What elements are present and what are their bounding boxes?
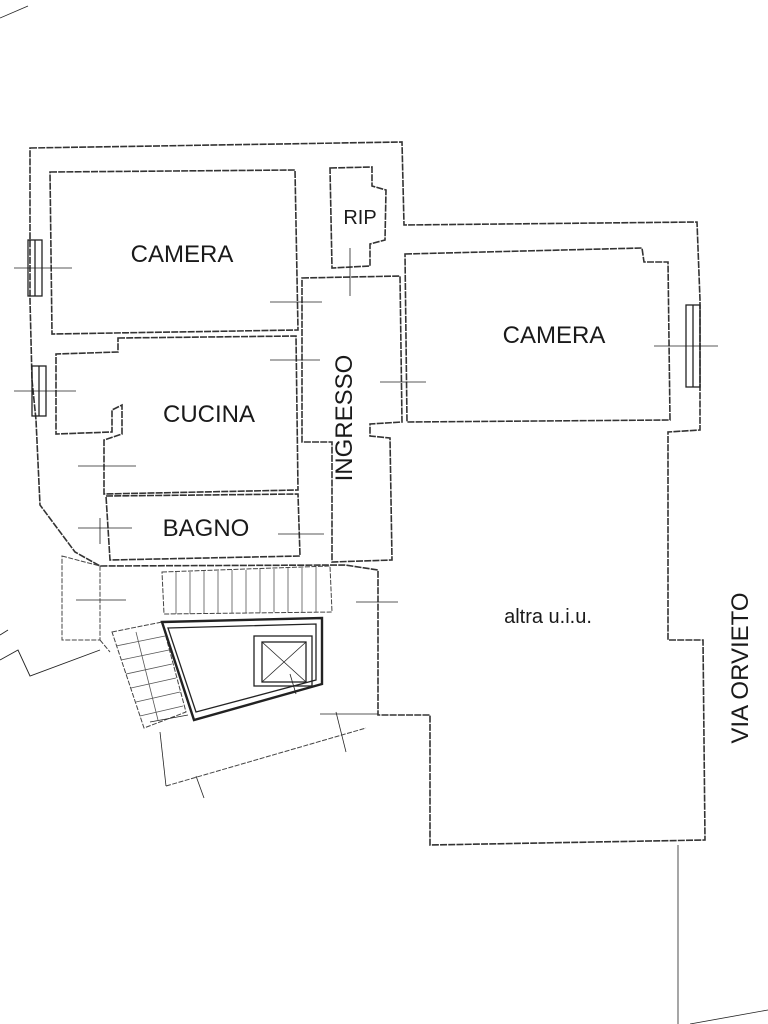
door-marks xyxy=(76,248,426,603)
room-label-cucina: CUCINA xyxy=(163,401,255,428)
apartment-outline xyxy=(29,141,706,846)
room-ingresso: INGRESSO xyxy=(301,275,403,563)
stair-landing xyxy=(61,555,111,653)
room-camera-1: CAMERA xyxy=(49,169,299,335)
area-other-unit: altra u.i.u. xyxy=(504,606,592,628)
windows xyxy=(14,239,718,417)
context-lines xyxy=(0,5,768,1024)
room-label-ingresso: INGRESSO xyxy=(331,355,358,482)
room-label-bagno: BAGNO xyxy=(163,515,250,542)
balcony-lines xyxy=(149,711,378,799)
room-label-camera-1: CAMERA xyxy=(131,241,234,268)
room-bagno: BAGNO xyxy=(105,493,301,561)
room-label-camera-2: CAMERA xyxy=(503,322,606,349)
stairs xyxy=(111,565,333,729)
room-cucina: CUCINA xyxy=(55,335,299,495)
room-label-rip: RIP xyxy=(343,207,376,229)
room-camera-2: CAMERA xyxy=(404,247,671,423)
street-label: VIA ORVIETO xyxy=(727,592,754,743)
area-label-other-unit: altra u.i.u. xyxy=(504,606,592,628)
room-ripostiglio: RIP xyxy=(329,166,387,269)
stairwell xyxy=(160,616,324,722)
